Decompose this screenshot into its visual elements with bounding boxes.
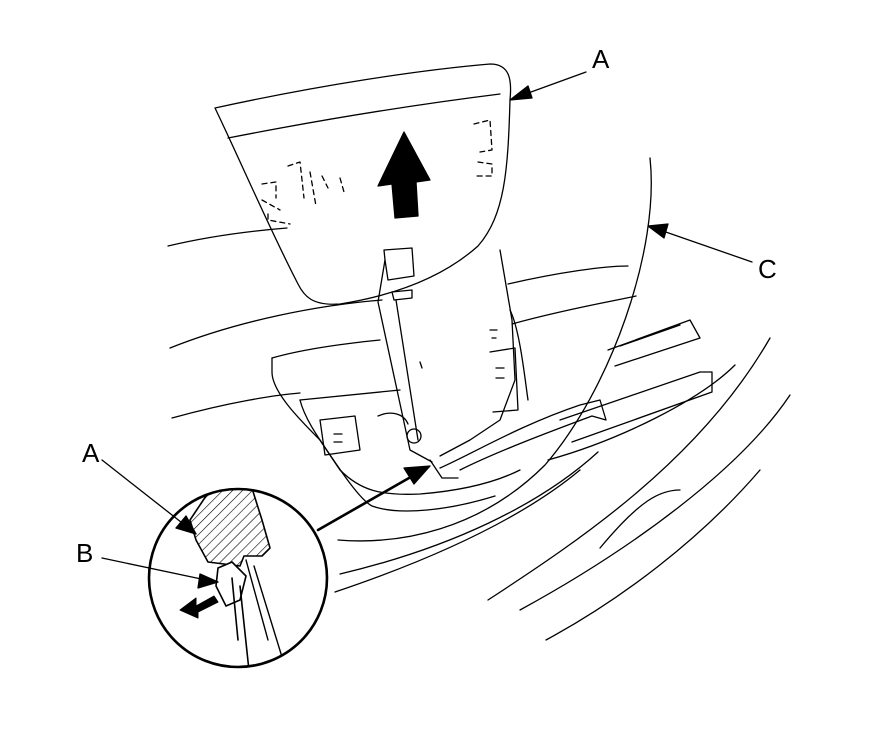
console-contour-lines (167, 227, 637, 419)
leader-a-top (509, 71, 587, 101)
callout-label-c-bezel: C (758, 254, 777, 284)
leader-b (101, 557, 219, 589)
side-trim-panel (334, 319, 791, 641)
callout-label-a-cover: A (592, 44, 610, 74)
detail-magnifier (147, 487, 329, 669)
callout-label-b-clip: B (76, 538, 94, 568)
cover-panel-a (214, 63, 512, 305)
bezel-c-outline (337, 157, 652, 542)
lift-up-arrow (377, 131, 431, 219)
detail-pointer-line (316, 472, 418, 532)
console-well (271, 309, 607, 512)
leader-a-zoom (101, 459, 197, 535)
bracket-plate (377, 249, 516, 463)
callout-label-a-detail: A (82, 438, 100, 468)
detail-pointer-arrowhead (403, 465, 431, 485)
leader-c (647, 223, 753, 263)
